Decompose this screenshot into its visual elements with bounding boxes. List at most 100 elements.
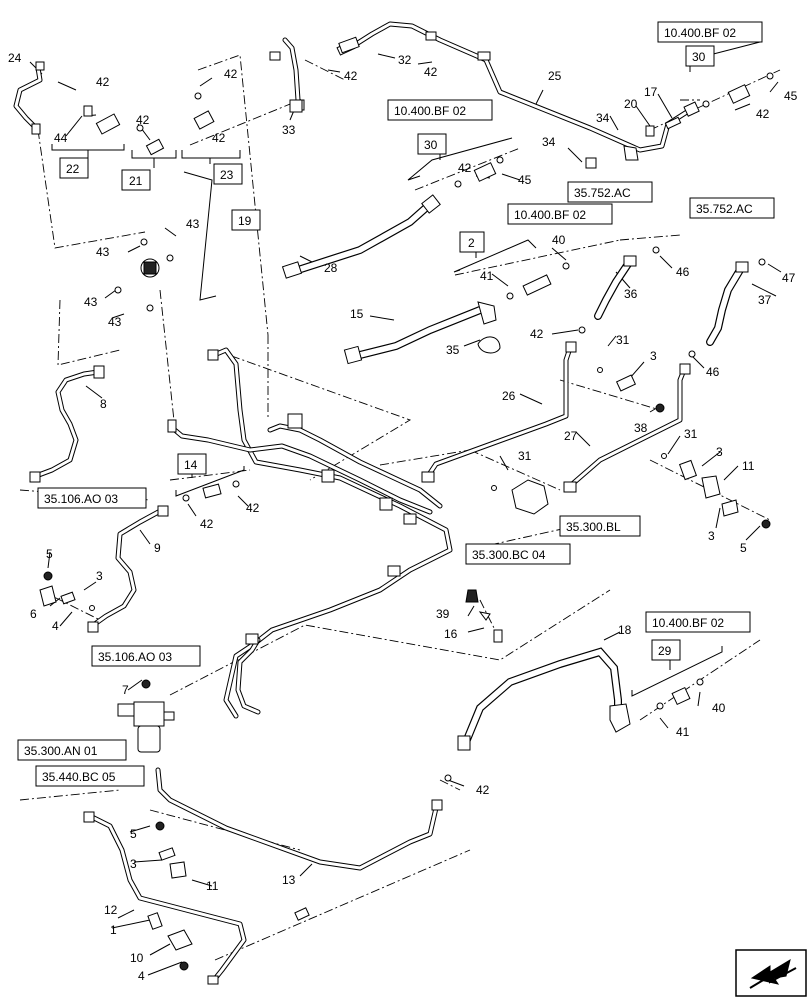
callout-39: 39 bbox=[436, 607, 450, 621]
callout-15: 15 bbox=[350, 307, 364, 321]
ref-10-400-bf-02: 10.400.BF 02 bbox=[394, 104, 466, 118]
callout-26: 26 bbox=[502, 389, 516, 403]
ref-10-400-bf-02: 10.400.BF 02 bbox=[514, 208, 586, 222]
callout-17: 17 bbox=[644, 85, 658, 99]
callout-43: 43 bbox=[186, 217, 200, 231]
callout-44: 44 bbox=[54, 131, 68, 145]
kit-30: 30 bbox=[692, 50, 706, 64]
tube-26 bbox=[421, 341, 577, 483]
tube-13 bbox=[155, 767, 443, 871]
ref-10-400-bf-02: 10.400.BF 02 bbox=[664, 26, 736, 40]
callout-5: 5 bbox=[130, 827, 137, 841]
callout-37: 37 bbox=[758, 293, 772, 307]
kit-23: 23 bbox=[220, 168, 234, 182]
callout-3: 3 bbox=[96, 569, 103, 583]
callout-16: 16 bbox=[444, 627, 458, 641]
kit-21: 21 bbox=[129, 174, 143, 188]
callout-3: 3 bbox=[650, 349, 657, 363]
callout-13: 13 bbox=[282, 873, 296, 887]
callout-8: 8 bbox=[100, 397, 107, 411]
callout-40: 40 bbox=[712, 701, 726, 715]
callout-31: 31 bbox=[684, 427, 698, 441]
kit-19: 19 bbox=[238, 214, 252, 228]
callout-9: 9 bbox=[154, 541, 161, 555]
callout-42: 42 bbox=[224, 67, 238, 81]
kit-brackets bbox=[51, 41, 761, 697]
hose-15 bbox=[343, 301, 501, 365]
tube-12 bbox=[83, 811, 247, 985]
callout-6: 6 bbox=[30, 607, 37, 621]
reference-boxes: 10.400.BF 02 10.400.BF 02 10.400.BF 02 3… bbox=[17, 21, 775, 787]
ref-35-300-bl: 35.300.BL bbox=[566, 520, 621, 534]
pipe-25 bbox=[269, 21, 700, 153]
ref-35-300-an-01: 35.300.AN 01 bbox=[24, 744, 98, 758]
callout-42: 42 bbox=[344, 69, 358, 83]
kit-boxes: 22 21 23 19 30 30 2 14 29 bbox=[59, 45, 715, 661]
callout-32: 32 bbox=[398, 53, 412, 67]
ref-35-440-bc-05: 35.440.BC 05 bbox=[42, 770, 116, 784]
hose-37 bbox=[706, 261, 749, 346]
callout-42: 42 bbox=[458, 161, 472, 175]
callout-43: 43 bbox=[108, 315, 122, 329]
callout-25: 25 bbox=[548, 69, 562, 83]
callout-34: 34 bbox=[596, 111, 610, 125]
callout-42: 42 bbox=[530, 327, 544, 341]
tube-9 bbox=[87, 505, 169, 633]
kit-22: 22 bbox=[66, 162, 80, 176]
hose-18 bbox=[457, 647, 631, 751]
callout-35: 35 bbox=[446, 343, 460, 357]
callout-3: 3 bbox=[716, 445, 723, 459]
callout-3: 3 bbox=[708, 529, 715, 543]
callout-4: 4 bbox=[138, 969, 145, 983]
ref-35-300-bc-04: 35.300.BC 04 bbox=[472, 548, 546, 562]
callout-31: 31 bbox=[518, 449, 532, 463]
central-lines-assembly bbox=[167, 347, 453, 719]
pipe-24 bbox=[13, 61, 45, 135]
callout-42: 42 bbox=[212, 131, 226, 145]
callout-38: 38 bbox=[634, 421, 648, 435]
callout-31: 31 bbox=[616, 333, 630, 347]
kit-30: 30 bbox=[424, 138, 438, 152]
kit-2: 2 bbox=[468, 236, 475, 250]
callout-47: 47 bbox=[782, 271, 796, 285]
callout-1: 1 bbox=[110, 923, 117, 937]
ref-35-752-ac: 35.752.AC bbox=[696, 202, 753, 216]
callout-36: 36 bbox=[624, 287, 638, 301]
kit-14: 14 bbox=[184, 458, 198, 472]
next-page-arrow-icon[interactable] bbox=[735, 949, 807, 997]
callout-42: 42 bbox=[476, 783, 490, 797]
tube-8 bbox=[29, 365, 105, 483]
callout-numbers: 24 42 44 42 42 42 33 42 32 42 25 34 20 1… bbox=[8, 51, 798, 983]
fittings bbox=[39, 36, 774, 971]
callout-41: 41 bbox=[480, 269, 494, 283]
callout-33: 33 bbox=[282, 123, 296, 137]
ref-35-106-ao-03: 35.106.AO 03 bbox=[98, 650, 172, 664]
callout-27: 27 bbox=[564, 429, 578, 443]
hose-36 bbox=[594, 255, 637, 320]
callout-34: 34 bbox=[542, 135, 556, 149]
callout-18: 18 bbox=[618, 623, 632, 637]
callout-40: 40 bbox=[552, 233, 566, 247]
tube-27 bbox=[563, 363, 691, 493]
callout-42: 42 bbox=[246, 501, 260, 515]
leader-lines bbox=[29, 53, 782, 976]
kit-29: 29 bbox=[658, 644, 672, 658]
callout-10: 10 bbox=[130, 951, 144, 965]
callout-5: 5 bbox=[46, 547, 53, 561]
ref-35-752-ac: 35.752.AC bbox=[574, 186, 631, 200]
callout-5: 5 bbox=[740, 541, 747, 555]
callout-12: 12 bbox=[104, 903, 118, 917]
ref-35-106-ao-03: 35.106.AO 03 bbox=[44, 492, 118, 506]
ref-10-400-bf-02: 10.400.BF 02 bbox=[652, 616, 724, 630]
callout-42: 42 bbox=[424, 65, 438, 79]
callout-20: 20 bbox=[624, 97, 638, 111]
callout-46: 46 bbox=[676, 265, 690, 279]
callout-43: 43 bbox=[84, 295, 98, 309]
callout-41: 41 bbox=[676, 725, 690, 739]
callout-42: 42 bbox=[136, 113, 150, 127]
callout-11: 11 bbox=[742, 459, 755, 473]
callout-11: 11 bbox=[206, 879, 219, 893]
callout-43: 43 bbox=[96, 245, 110, 259]
o-ring-35 bbox=[477, 336, 501, 354]
